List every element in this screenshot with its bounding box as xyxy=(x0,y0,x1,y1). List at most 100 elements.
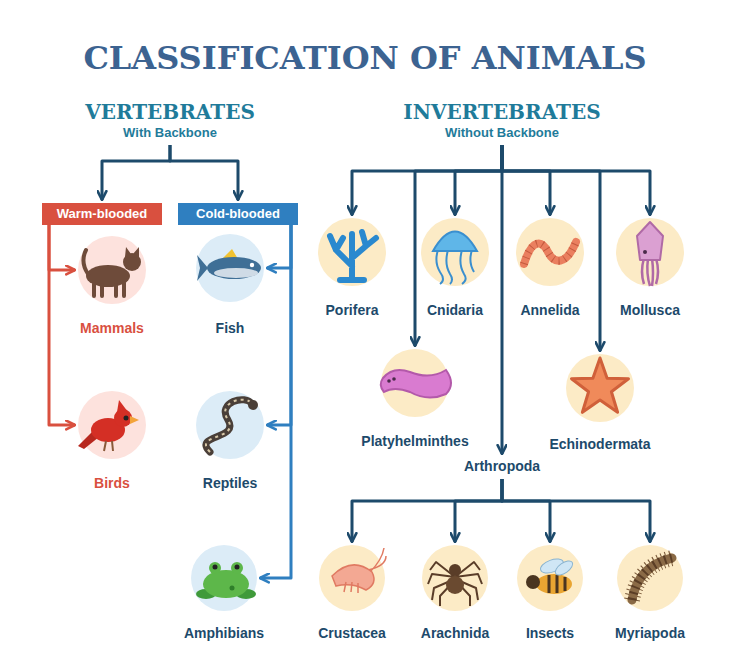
animal-circle: Reptiles xyxy=(196,391,264,459)
spider-legs xyxy=(428,562,482,606)
animal-circle: Echinodermata xyxy=(566,354,634,422)
frog-pupil xyxy=(213,565,218,570)
animal-circle: Mollusca xyxy=(616,218,684,286)
box-label: Cold-blooded xyxy=(178,206,298,222)
group-subtitle: With Backbone xyxy=(85,124,255,141)
jellyfish-tentacles xyxy=(436,250,474,284)
bird-crest xyxy=(117,400,128,412)
cnidaria-icon xyxy=(421,218,489,286)
flatworm-body xyxy=(381,370,451,398)
animal-label: Fish xyxy=(215,320,246,337)
subgroup-label: Arthropoda xyxy=(464,457,540,475)
reptile-icon xyxy=(196,391,264,459)
bee-head xyxy=(526,575,540,589)
connector-arrow xyxy=(267,225,291,425)
animal-circle: Birds xyxy=(78,391,146,459)
animal-label: Mammals xyxy=(79,320,145,337)
connector-arrow xyxy=(502,479,650,542)
fish-eye xyxy=(250,263,254,267)
icon-circle xyxy=(191,545,257,611)
fish-tail xyxy=(197,255,208,281)
cat-legs xyxy=(94,283,124,296)
group-heading: INVERTEBRATESWithout Backbone xyxy=(403,100,600,141)
animal-label: Echinodermata xyxy=(548,436,652,453)
bee-body xyxy=(536,574,572,594)
frog-eye xyxy=(231,562,243,574)
animal-label: Birds xyxy=(93,475,131,492)
icon-circle xyxy=(616,218,684,286)
crustacea-icon xyxy=(319,545,386,611)
connector-arrow xyxy=(352,479,502,542)
fish-belly xyxy=(214,268,258,278)
flatworm-eye xyxy=(387,379,391,383)
connector-arrow xyxy=(49,225,75,270)
animal-circle: Crustacea xyxy=(319,545,385,611)
spider-body xyxy=(446,576,464,594)
bird-icon xyxy=(78,391,146,459)
snake-head xyxy=(248,400,258,410)
box-label: Warm-blooded xyxy=(42,206,162,222)
connector-arrow xyxy=(500,145,503,454)
icon-circle xyxy=(517,545,583,611)
animal-circle: Amphibians xyxy=(191,545,257,611)
animal-label: Annelida xyxy=(519,302,581,319)
animal-label: Crustacea xyxy=(317,625,387,642)
animal-label: Platyhelminthes xyxy=(360,433,470,450)
connector-arrow xyxy=(102,145,170,200)
animal-circle: Cnidaria xyxy=(421,218,489,286)
mammal-icon xyxy=(78,236,146,304)
connector-arrow xyxy=(502,145,550,215)
shrimp-legs xyxy=(344,582,358,593)
bird-beak xyxy=(130,416,139,424)
animal-circle: Annelida xyxy=(516,218,584,286)
snake-pattern xyxy=(206,400,252,452)
frog-pupil xyxy=(235,565,240,570)
bird-legs xyxy=(104,441,113,451)
annelida-icon xyxy=(516,218,584,286)
animal-label: Arachnida xyxy=(420,625,491,642)
connector-arrow xyxy=(170,145,238,200)
icon-circle xyxy=(422,545,488,611)
echinodermata-icon xyxy=(566,354,634,422)
squid-eye xyxy=(643,250,647,254)
animal-circle: Insects xyxy=(517,545,583,611)
squid-tentacles xyxy=(642,258,658,286)
millipede-legs xyxy=(632,558,672,600)
connector-arrow xyxy=(49,225,75,425)
animal-circle: Platyhelminthes xyxy=(381,349,449,417)
platyhelminthes-icon xyxy=(381,349,451,417)
connector-arrow xyxy=(260,225,291,578)
worm-rings xyxy=(524,242,576,264)
sponge-figure xyxy=(330,232,376,280)
animal-label: Reptiles xyxy=(202,475,259,492)
animal-label: Cnidaria xyxy=(426,302,485,319)
group-subtitle: Without Backbone xyxy=(403,124,600,141)
icon-circle xyxy=(319,545,385,611)
icon-circle xyxy=(78,391,146,459)
connector-arrow xyxy=(502,145,650,215)
connector-arrow xyxy=(455,145,502,215)
animal-circle: Arachnida xyxy=(422,545,488,611)
arachnida-icon xyxy=(422,545,488,611)
worm-body xyxy=(524,242,576,264)
animal-label: Insects xyxy=(525,625,576,642)
animal-label: Mollusca xyxy=(619,302,681,319)
group-title: INVERTEBRATES xyxy=(403,100,600,124)
connector-arrow xyxy=(455,479,502,542)
cat-ears xyxy=(125,247,139,258)
animal-label: Arthropoda xyxy=(464,458,540,475)
connector-arrow xyxy=(415,145,502,346)
millipede-segments xyxy=(632,558,672,600)
porifera-icon xyxy=(318,218,386,286)
frog-eye xyxy=(209,562,221,574)
frog-spot xyxy=(230,586,235,591)
icon-circle xyxy=(421,218,489,286)
bird-eye xyxy=(124,416,129,421)
fish-body xyxy=(207,257,261,279)
cat-tail xyxy=(83,250,88,274)
icon-circle xyxy=(78,236,146,304)
icon-circle xyxy=(516,218,584,286)
animal-label: Amphibians xyxy=(183,625,266,642)
frog-body xyxy=(203,570,249,598)
